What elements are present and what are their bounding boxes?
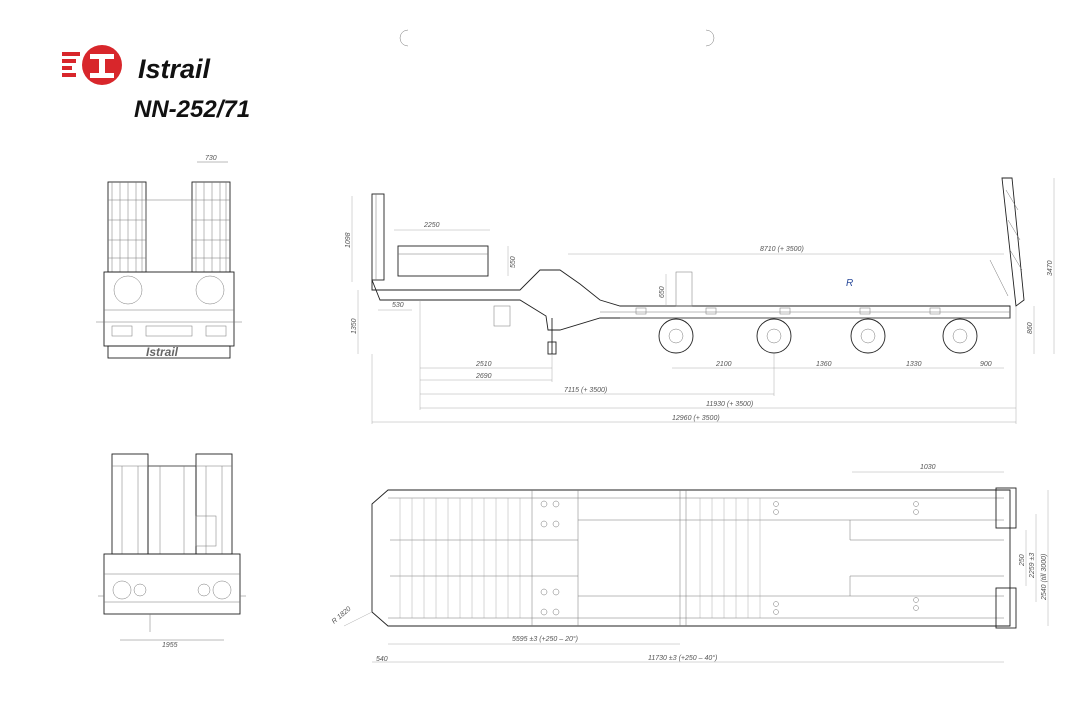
kingpin-height-label: 1350: [351, 318, 358, 334]
brand-name: Istrail: [138, 54, 211, 84]
brand-block: Istrail NN-252/71: [62, 40, 282, 130]
top-dim-540: 540: [376, 656, 388, 663]
dim-7115: 7115 (+ 3500): [564, 387, 607, 394]
logo-speed-lines: [62, 52, 80, 77]
punch-mark-right: [705, 29, 715, 47]
rear-width-label: 1955: [162, 642, 178, 649]
rear-low-height-label: 860: [1027, 322, 1034, 334]
dim-1330: 1330: [906, 361, 922, 368]
dim-2690: 2690: [475, 373, 492, 380]
front-width-label: 730: [205, 155, 217, 162]
top-dim-5595: 5595 ±3 (+250 – 20°): [512, 635, 578, 643]
model-number: NN-252/71: [134, 96, 251, 123]
dim-2100: 2100: [715, 361, 732, 368]
ramp-height-label: 1098: [345, 232, 352, 248]
axle-wheels: [658, 318, 978, 354]
dim-2510: 2510: [475, 361, 492, 368]
swing-radius-label: R 1820: [331, 606, 353, 626]
top-width-250: 250: [1019, 554, 1026, 567]
top-width-2540: 2540 (till 3000): [1041, 554, 1048, 601]
axle-marker-label: R: [846, 278, 853, 289]
top-rear-width-label: 1030: [920, 464, 936, 471]
dim-11930: 11930 (+ 3500): [706, 401, 753, 408]
top-dim-11730: 11730 ±3 (+250 – 40°): [648, 654, 717, 662]
deck-length-label: 8710 (+ 3500): [760, 246, 804, 253]
dim-12960: 12960 (+ 3500): [672, 415, 720, 422]
rear-view: 1955: [98, 453, 246, 649]
istrail-logo-icon: [62, 45, 122, 85]
rear-height-label: 3470: [1047, 260, 1054, 276]
deck-width-label: 2250: [423, 222, 440, 229]
front-view: 730 Istrail: [96, 155, 242, 359]
punch-mark-left: [399, 29, 409, 47]
top-width-2259: 2259 ±3: [1029, 553, 1036, 579]
top-view: 1030 250 2259 ±3 2540 (till 3000) R 1820…: [331, 464, 1049, 663]
step-height-label: 550: [510, 256, 517, 268]
gooseneck-height-label: 650: [659, 286, 666, 298]
side-view: 1098 2250 550 1350 530 8710 (+ 3500) 650…: [345, 177, 1055, 424]
kingpin-offset-label: 530: [392, 302, 404, 309]
dim-900: 900: [980, 361, 992, 368]
front-brand-text: Istrail: [146, 345, 179, 359]
dim-1360: 1360: [816, 361, 832, 368]
